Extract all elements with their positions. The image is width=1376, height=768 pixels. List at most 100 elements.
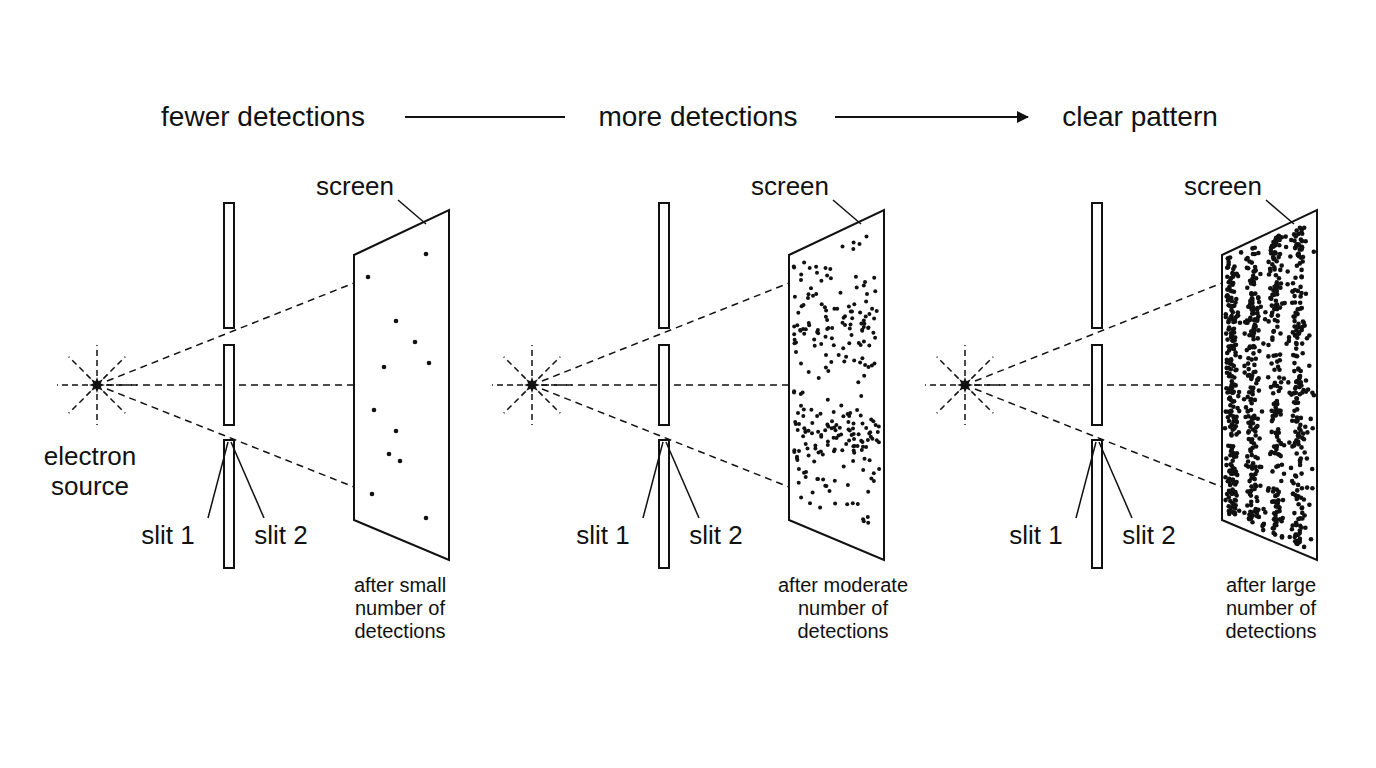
detection-dot [812, 460, 816, 464]
detection-dot [851, 459, 855, 463]
detection-dot [1234, 343, 1239, 348]
detection-dot [1230, 422, 1235, 427]
detection-dot [1229, 432, 1234, 437]
detection-dot [795, 458, 799, 462]
detection-dot [1255, 511, 1260, 516]
detection-dot [1237, 390, 1242, 395]
detection-dot [1234, 272, 1239, 277]
detection-dot [829, 360, 833, 364]
detection-dot [1225, 337, 1230, 342]
detection-dot [1228, 315, 1233, 320]
detection-dot [1297, 539, 1302, 544]
detection-dot [1301, 255, 1306, 260]
detection-dot [1294, 341, 1299, 346]
detection-dot [854, 275, 858, 279]
detection-dot [1312, 250, 1317, 255]
detection-dot [1300, 506, 1305, 511]
detection-dot [860, 448, 864, 452]
detection-dot [1226, 344, 1231, 349]
detection-dot [1273, 400, 1278, 405]
detection-dot [1293, 276, 1298, 281]
detection-dot [1252, 487, 1257, 492]
detection-dot [802, 303, 806, 307]
detection-dot [1246, 361, 1251, 366]
detection-dot [1293, 441, 1298, 446]
detection-dot [1288, 254, 1293, 259]
detection-dot [799, 278, 803, 282]
caption: after small number of detections [325, 574, 475, 643]
detection-dot [797, 449, 801, 453]
detection-dot [1223, 426, 1228, 431]
leader-line [1266, 200, 1294, 224]
detection-dot [799, 495, 803, 499]
detection-dot [802, 332, 806, 336]
detection-dot [852, 302, 856, 306]
detection-dot [1289, 466, 1294, 471]
detection-dot [1284, 245, 1289, 250]
detection-dot [848, 327, 852, 331]
detection-dot [1303, 525, 1308, 530]
detection-dot [1251, 370, 1256, 375]
detection-dot [1295, 418, 1300, 423]
detection-dot [1277, 276, 1282, 281]
detection-dot [1256, 336, 1261, 341]
electron-source-symbol [89, 377, 105, 393]
detection-dot [1287, 339, 1292, 344]
detection-dot [856, 444, 860, 448]
detection-dot [1294, 379, 1299, 384]
detection-dot [1268, 296, 1273, 301]
detection-dot [813, 444, 817, 448]
detection-dot [1251, 269, 1256, 274]
detection-dot [424, 516, 429, 521]
detection-dot [1249, 281, 1254, 286]
detection-dot [1261, 523, 1266, 528]
detection-dot [1226, 256, 1231, 261]
detection-dot [804, 429, 808, 433]
detection-dot [806, 447, 810, 451]
source-ray [69, 357, 91, 379]
detection-dot [1232, 399, 1237, 404]
detection-dot [1292, 294, 1297, 299]
detection-dot [856, 502, 860, 506]
detection-dot [870, 437, 874, 441]
detection-dot [1291, 330, 1296, 335]
detection-dot [1250, 345, 1255, 350]
detection-dot [852, 451, 856, 455]
detection-dot [1310, 391, 1315, 396]
detection-dot [1292, 511, 1297, 516]
detection-dot [819, 433, 823, 437]
detection-dot [1231, 320, 1236, 325]
detection-dot [1250, 246, 1255, 251]
detection-dot [1271, 526, 1276, 531]
detection-dot [825, 274, 829, 278]
detection-dot [1297, 331, 1302, 336]
detection-dot [1277, 243, 1282, 248]
detection-dot [1245, 318, 1250, 323]
detection-dot [1299, 471, 1304, 476]
detection-dot [1310, 486, 1315, 491]
detection-dot [829, 276, 833, 280]
detection-dot [1299, 268, 1304, 273]
detection-dot [799, 404, 803, 408]
detection-dot [826, 369, 830, 373]
detection-dot [398, 459, 403, 464]
detection-dot [1259, 465, 1264, 470]
detection-dot [1228, 453, 1233, 458]
detection-dot [868, 458, 872, 462]
detection-dot [1273, 431, 1278, 436]
electron-source-symbol [524, 377, 540, 393]
detection-dot [1249, 420, 1254, 425]
detection-dot [1224, 456, 1229, 461]
detection-dot [1279, 479, 1284, 484]
detection-dot [795, 323, 799, 327]
detection-dot [1294, 474, 1299, 479]
detection-dot [1296, 483, 1301, 488]
detection-dot [1274, 291, 1279, 296]
detection-dot [859, 413, 863, 417]
detection-dot [1268, 286, 1273, 291]
detection-dot [799, 273, 803, 277]
detection-dot [858, 360, 862, 364]
detection-dot [1247, 429, 1252, 434]
detection-dot [855, 408, 859, 412]
detection-dot [872, 471, 876, 475]
